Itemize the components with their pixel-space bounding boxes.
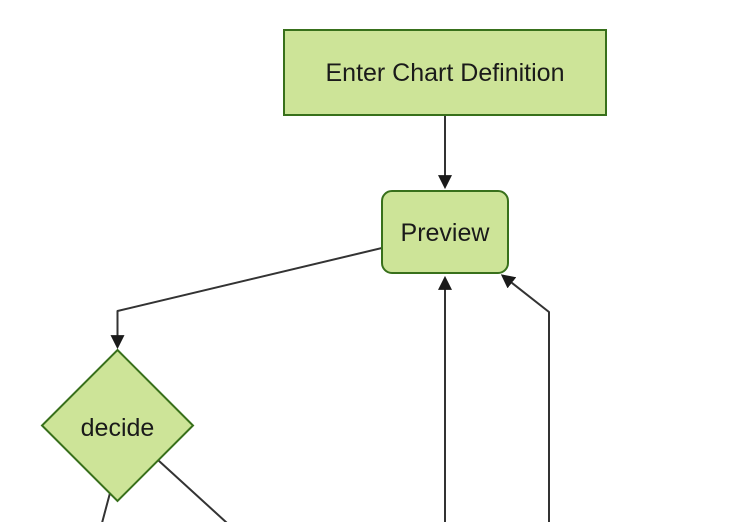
edge-decide-to-offscreen-left bbox=[101, 492, 111, 522]
edge-bottom-right-to-preview bbox=[500, 274, 550, 522]
rectangle-node-box bbox=[283, 29, 607, 116]
edge-decide-to-offscreen-right bbox=[157, 459, 228, 522]
node-enter-chart-definition: Enter Chart Definition bbox=[283, 29, 607, 116]
node-decide: decide bbox=[40, 348, 195, 503]
node-label: decide bbox=[81, 414, 155, 442]
node-preview: Preview bbox=[381, 190, 509, 274]
rounded-node-box bbox=[381, 190, 509, 274]
node-label: Enter Chart Definition bbox=[325, 59, 564, 87]
node-label: Preview bbox=[401, 219, 491, 247]
edge-preview-to-decide bbox=[110, 247, 383, 350]
diamond-node-box bbox=[40, 348, 195, 503]
edge-layer bbox=[101, 115, 550, 522]
